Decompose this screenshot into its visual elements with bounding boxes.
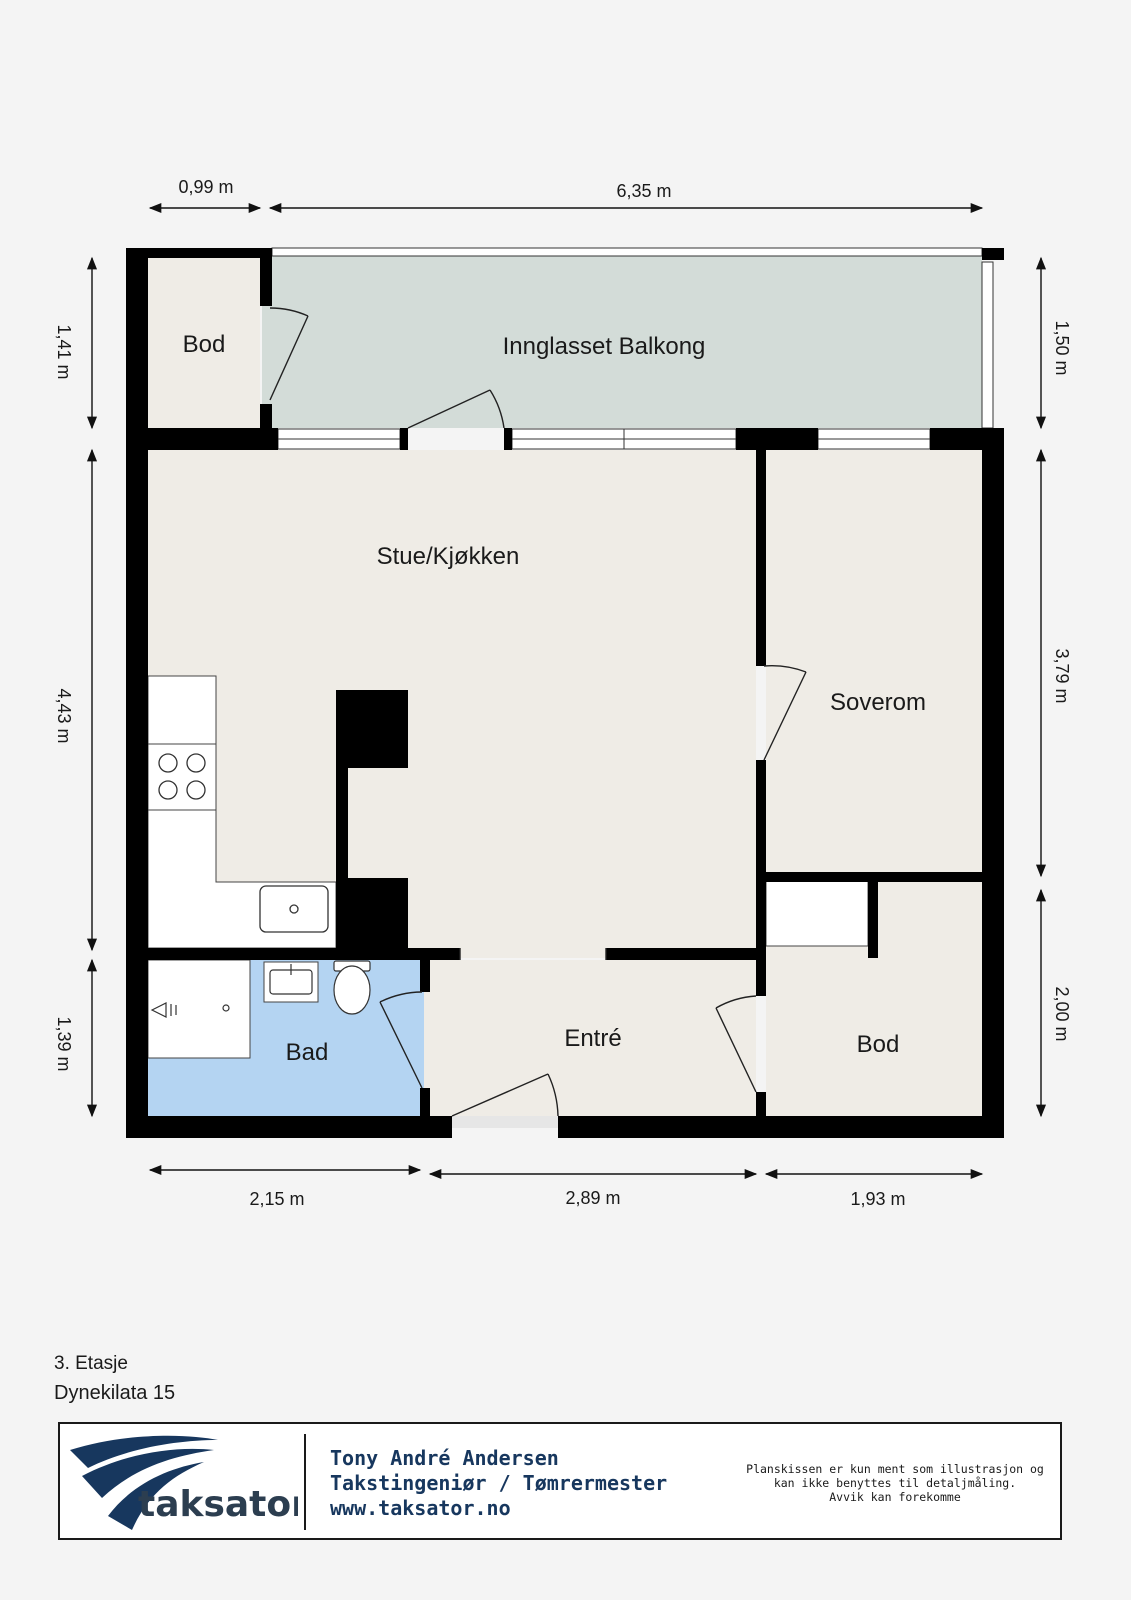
room-label-bod-bottom: Bod [857,1031,900,1058]
wall-bod-lower [756,1092,766,1116]
toilet-bowl-icon [333,965,371,1015]
dim-label-right-bottom: 2,00 m [1052,986,1072,1041]
wall-bod-balcony-upper [260,256,272,306]
dim-label-left-top: 1,41 m [54,324,74,379]
soverom-closet [765,873,869,947]
company-title: Takstingeniør / Tømrermester [330,1471,668,1495]
outer-wall-top-bod [126,248,272,258]
soverom-floor [766,450,982,872]
outer-wall-bottom-left [126,1116,452,1138]
room-label-bad: Bad [286,1039,329,1066]
dim-label-top-main: 6,35 m [616,181,671,201]
company-info: Tony André Andersen Takstingeniør / Tømr… [330,1446,667,1521]
dim-label-bottom-right: 1,93 m [850,1189,905,1209]
door-bod-bottom [715,995,757,1093]
wall-bad-upper [420,960,430,992]
wall-bad-lower [420,1088,430,1116]
wall-soverom-bod [756,872,982,882]
wall-kitchen-entre-right [606,948,766,960]
opening-kitchen-entre [459,948,607,960]
dim-label-left-middle: 4,43 m [54,688,74,743]
wall-balcony-3 [504,428,512,450]
floor-level: 3. Etasje [54,1353,128,1374]
wall-kitchen-bad [126,948,460,960]
dim-label-bottom-left: 2,15 m [249,1189,304,1209]
sink-icon [259,885,329,933]
windows [271,247,994,450]
dimension-lines [86,202,1047,1180]
outer-wall-bottom-right [558,1116,1004,1138]
stove [147,743,217,811]
shower-head-icon [150,1002,177,1018]
door-soverom [763,664,807,761]
wall-entre-bod-upper [756,958,766,996]
room-label-soverom: Soverom [830,689,926,716]
outer-wall-top-corner [982,248,1004,260]
wall-closet-side [868,882,878,958]
disclaimer-line-3: Avvik kan forekomme [829,1490,961,1504]
counter-top-section [147,675,217,745]
dim-label-top-left: 0,99 m [178,177,233,197]
company-website-link[interactable]: www.taksator.no [330,1496,511,1520]
room-label-balkong: Innglasset Balkong [503,333,706,360]
stue-floor [148,450,756,958]
wall-balcony-1 [126,428,278,450]
footer-divider [304,1434,306,1530]
room-label-entre: Entré [564,1025,621,1052]
disclaimer-line-1: Planskissen er kun ment som illustrasjon… [746,1462,1044,1476]
floor-plan: Bod Innglasset Balkong Stue/Kjøkken Sove… [54,177,1072,1209]
dimension-labels: 0,99 m 6,35 m 1,41 m 4,43 m 1,39 m 1,50 … [54,177,1072,1209]
balcony-floor [262,256,982,428]
dim-label-right-middle: 3,79 m [1052,648,1072,703]
wall-balcony-4 [736,428,818,450]
door-balcony [407,389,505,429]
footer-banner: taksator Tony André Andersen Takstingeni… [58,1422,1062,1540]
wall-balcony-5 [930,428,1004,450]
doors [269,307,807,1117]
taksator-logo: taksator [70,1435,298,1530]
wall-bod-balcony-lower [260,404,272,430]
shower [147,959,251,1059]
entre-floor [424,960,756,1116]
stove-burners-icon [158,753,206,800]
logo-swoosh-icon [70,1435,218,1530]
room-labels: Bod Innglasset Balkong Stue/Kjøkken Sove… [183,331,926,1066]
walls [126,248,1004,1138]
dim-label-right-top: 1,50 m [1052,320,1072,375]
entrance-threshold [452,1116,558,1128]
door-bad [379,991,423,1089]
outer-wall-right [982,428,1004,1138]
dim-label-bottom-middle: 2,89 m [565,1188,620,1208]
dim-label-left-bottom: 1,39 m [54,1016,74,1071]
balcony-top-glass [271,247,983,257]
wall-soverom-upper [756,450,766,666]
logo-wordmark: taksator [138,1484,298,1525]
outer-wall-left [126,248,148,1138]
door-entrance [451,1073,559,1117]
company-name: Tony André Andersen [330,1446,559,1470]
wall-balcony-2 [400,428,408,450]
room-label-bod-top: Bod [183,331,226,358]
disclaimer-line-2: kan ikke benyttes til detaljmåling. [773,1476,1017,1490]
bod-top-floor [148,258,260,428]
disclaimer: Planskissen er kun ment som illustrasjon… [745,1462,1045,1504]
kitchen-counter [147,675,337,949]
door-bod-top [269,307,309,401]
room-label-stue: Stue/Kjøkken [377,543,520,570]
address: Dynekilata 15 [54,1382,176,1404]
balcony-right-glass [981,261,994,429]
column-block [336,690,408,958]
